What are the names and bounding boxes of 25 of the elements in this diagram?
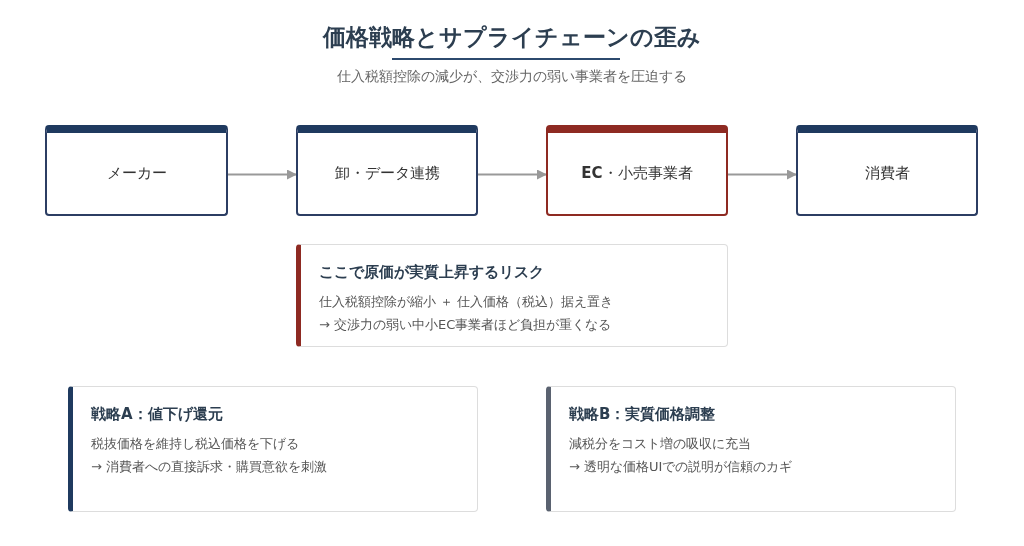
info-card (296, 244, 728, 347)
box-label: EC・小売事業者 (581, 164, 693, 183)
box-label: 卸・データ連携 (334, 164, 440, 183)
card-text: → 消費者への直接訴求・購買意欲を刺激 (91, 458, 328, 476)
card-heading: 戦略A：値下げ還元 (91, 405, 223, 424)
subtitle: 仕入税額控除の減少が、交渉力の弱い事業者を圧迫する (336, 68, 688, 86)
arrow (477, 169, 547, 180)
process-box (296, 125, 478, 216)
arrow (227, 169, 297, 180)
info-card (546, 386, 956, 512)
process-box (546, 125, 728, 216)
card-text: → 透明な価格UIでの説明が信頼のカギ (569, 458, 793, 476)
process-box (796, 125, 978, 216)
card-text: 減税分をコスト増の吸収に充当 (569, 435, 751, 453)
box-label: 消費者 (864, 164, 910, 183)
arrow (727, 169, 797, 180)
box-label: メーカー (106, 164, 167, 183)
card-text: 税抜価格を維持し税込価格を下げる (91, 435, 299, 453)
card-text: → 交渉力の弱い中小EC事業者ほど負担が重くなる (319, 316, 612, 334)
info-card (68, 386, 478, 512)
process-box (45, 125, 228, 216)
title: 価格戦略とサプライチェーンの歪み (321, 23, 702, 52)
card-heading: 戦略B：実質価格調整 (569, 405, 716, 424)
card-text: 仕入税額控除が縮小 ＋ 仕入価格（税込）据え置き (319, 293, 614, 311)
card-heading: ここで原価が実質上昇するリスク (319, 263, 544, 282)
